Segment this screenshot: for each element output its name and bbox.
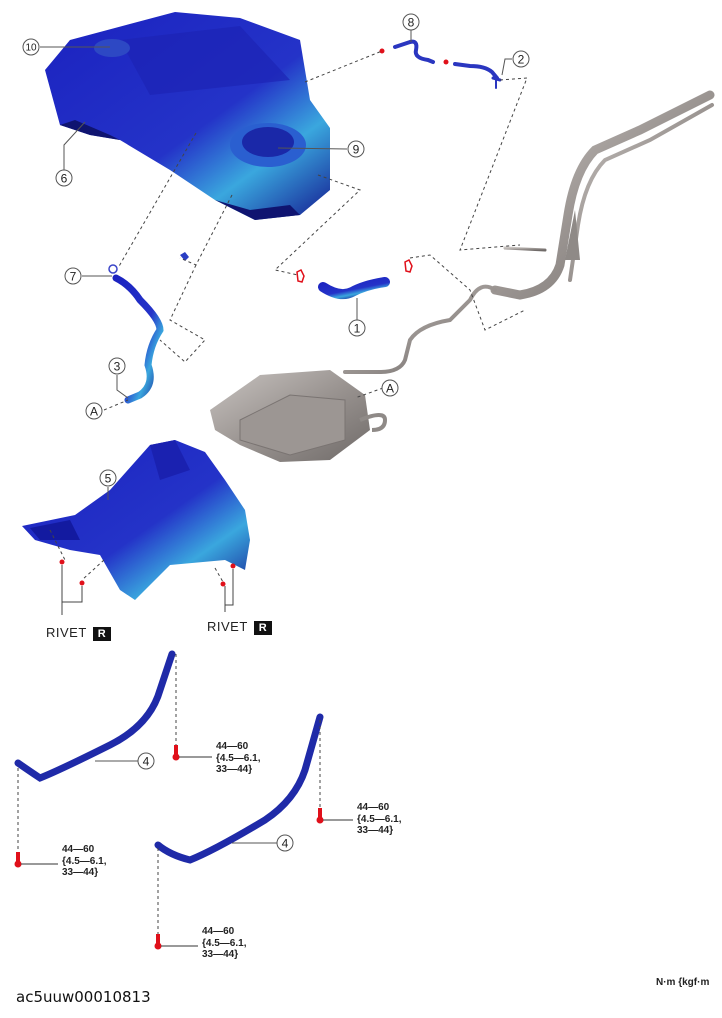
hose-clamp-icon: [404, 258, 413, 273]
callout-a-right: A: [381, 379, 399, 397]
torque-spec: 44—60{4.5—6.1,33—44}: [357, 802, 402, 836]
callout-5: 5: [99, 469, 117, 487]
callout-1: 1: [348, 319, 366, 337]
clip-icon: [443, 59, 449, 65]
rivet-markers: [59, 559, 236, 587]
torque-spec: 44—60{4.5—6.1,33—44}: [62, 844, 107, 878]
callout-10: 10: [22, 38, 40, 56]
connector-icon: [180, 252, 189, 261]
callout-9: 9: [347, 140, 365, 158]
rivet-text: RIVET: [207, 619, 248, 634]
callout-4-right: 4: [276, 834, 294, 852]
filler-hose-shape: [112, 274, 164, 404]
clip-icon: [379, 48, 385, 54]
insulator-shape: [22, 440, 250, 600]
rivet-label-right: RIVET R: [207, 619, 273, 635]
replace-badge: R: [253, 621, 273, 635]
replace-badge: R: [92, 627, 112, 641]
rivet-text: RIVET: [46, 625, 87, 640]
callout-7: 7: [64, 267, 82, 285]
filler-pipe-shape: [343, 90, 715, 374]
hose-clamp-icon: [296, 268, 305, 283]
fuel-tank-shape: [45, 12, 330, 220]
callout-4-left: 4: [137, 752, 155, 770]
figure-id: ac5uuw00010813: [16, 988, 151, 1006]
rivet-leaders: [61, 565, 234, 615]
rivet-label-left: RIVET R: [46, 625, 112, 641]
callout-a-left: A: [85, 402, 103, 420]
callout-2: 2: [512, 50, 530, 68]
callout-8: 8: [402, 13, 420, 31]
callout-leaders: [40, 30, 512, 844]
torque-spec: 44—60{4.5—6.1,33—44}: [202, 926, 247, 960]
clamp-icon: [108, 264, 118, 274]
strap-shapes: [14, 650, 324, 864]
bolt-icons: [14, 745, 324, 950]
torque-units-label: N·m {kgf·m: [656, 977, 710, 988]
callout-3: 3: [108, 357, 126, 375]
torque-leaders: [21, 756, 353, 947]
charcoal-canister-shape: [210, 370, 388, 462]
dashed-guide-lines: [17, 50, 528, 940]
evap-hose-shape: [393, 39, 502, 89]
torque-spec: 44—60{4.5—6.1,33—44}: [216, 741, 261, 775]
hose-1-shape: [318, 277, 390, 300]
callout-6: 6: [55, 169, 73, 187]
